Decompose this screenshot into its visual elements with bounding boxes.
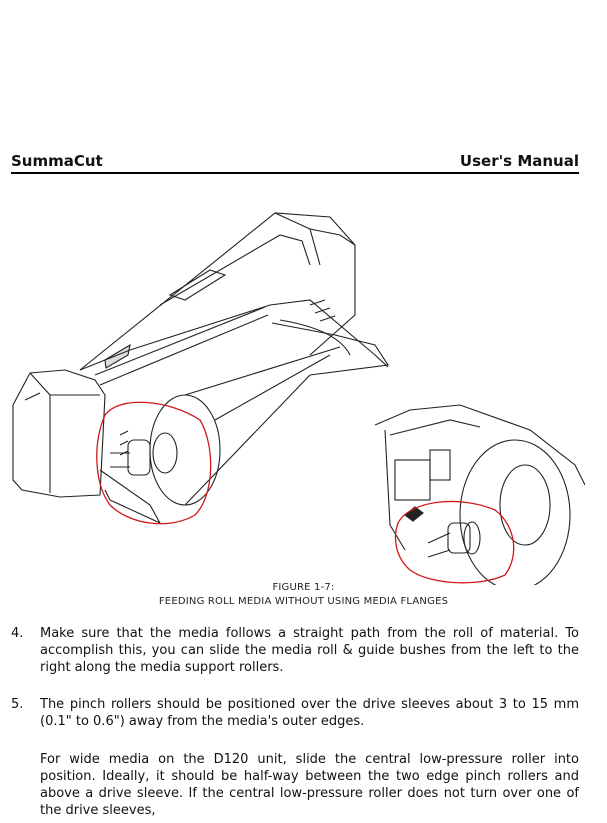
header-manual-title: User's Manual: [459, 152, 579, 170]
figure-caption-title: FEEDING ROLL MEDIA WITHOUT USING MEDIA F…: [158, 596, 449, 607]
step-5-extra-paragraph: For wide media on the D120 unit, slide t…: [40, 752, 579, 818]
highlight-circle-right: [394, 500, 515, 584]
step-text: Make sure that the media follows a strai…: [40, 626, 579, 675]
figure-roll-media-illustration: [10, 205, 585, 585]
highlight-circle-left: [96, 401, 212, 525]
step-4: 4. Make sure that the media follows a st…: [11, 625, 579, 679]
detail-drawing: [374, 404, 585, 585]
page-header: SummaCut User's Manual: [11, 152, 579, 174]
step-5: 5. The pinch rollers should be positione…: [11, 696, 579, 732]
step-text: The pinch rollers should be positioned o…: [40, 697, 579, 729]
cutter-drawing: [12, 212, 389, 525]
step-number: 5.: [11, 697, 24, 712]
header-product-name: SummaCut: [11, 152, 103, 170]
step-number: 4.: [11, 626, 24, 641]
figure-caption-number: FIGURE 1-7:: [272, 582, 335, 593]
